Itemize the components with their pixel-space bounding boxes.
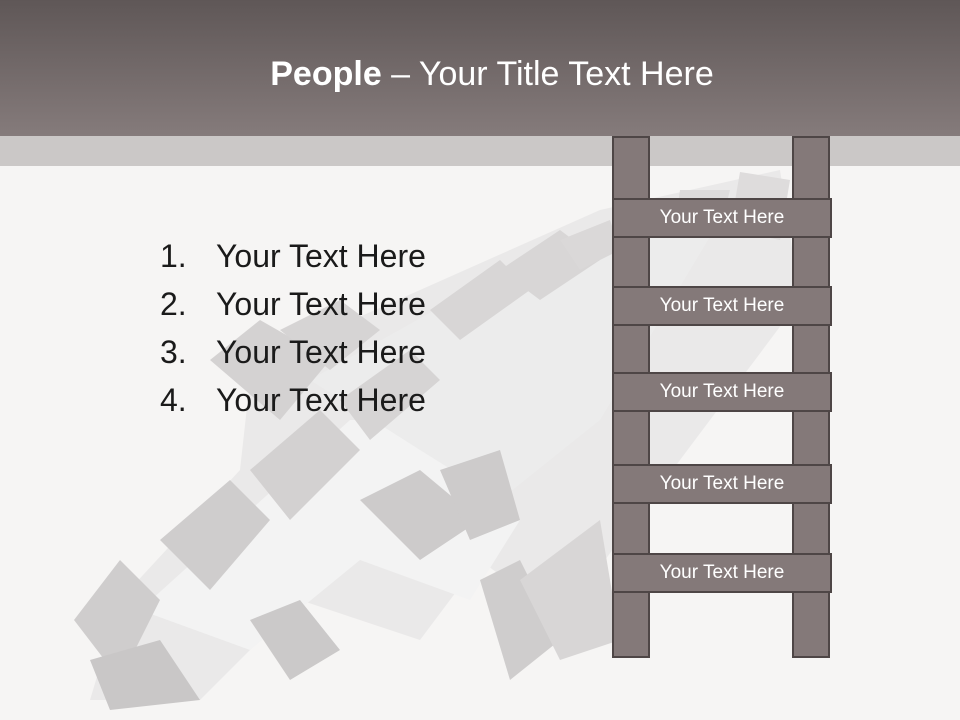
slide-title: People – Your Title Text Here xyxy=(0,52,960,96)
list-number: 2. xyxy=(160,286,187,322)
list-number: 3. xyxy=(160,334,187,370)
title-bar xyxy=(0,0,960,136)
ladder-rung-3: Your Text Here xyxy=(612,372,832,412)
title-rest: – Your Title Text Here xyxy=(381,55,714,93)
list-item: 1. Your Text Here xyxy=(160,232,426,280)
title-strong: People xyxy=(270,55,382,93)
ladder-rung-1: Your Text Here xyxy=(612,198,832,238)
list-number: 1. xyxy=(160,238,187,274)
ladder-rung-5: Your Text Here xyxy=(612,553,832,593)
list-text: Your Text Here xyxy=(216,286,426,322)
list-number: 4. xyxy=(160,382,187,418)
list-text: Your Text Here xyxy=(216,334,426,370)
list-item: 4. Your Text Here xyxy=(160,376,426,424)
ladder-rung-2: Your Text Here xyxy=(612,286,832,326)
ladder-rung-4: Your Text Here xyxy=(612,464,832,504)
list-item: 3. Your Text Here xyxy=(160,328,426,376)
numbered-list: 1. Your Text Here 2. Your Text Here 3. Your… xyxy=(160,232,426,424)
list-text: Your Text Here xyxy=(216,238,426,274)
list-text: Your Text Here xyxy=(216,382,426,418)
list-item: 2. Your Text Here xyxy=(160,280,426,328)
